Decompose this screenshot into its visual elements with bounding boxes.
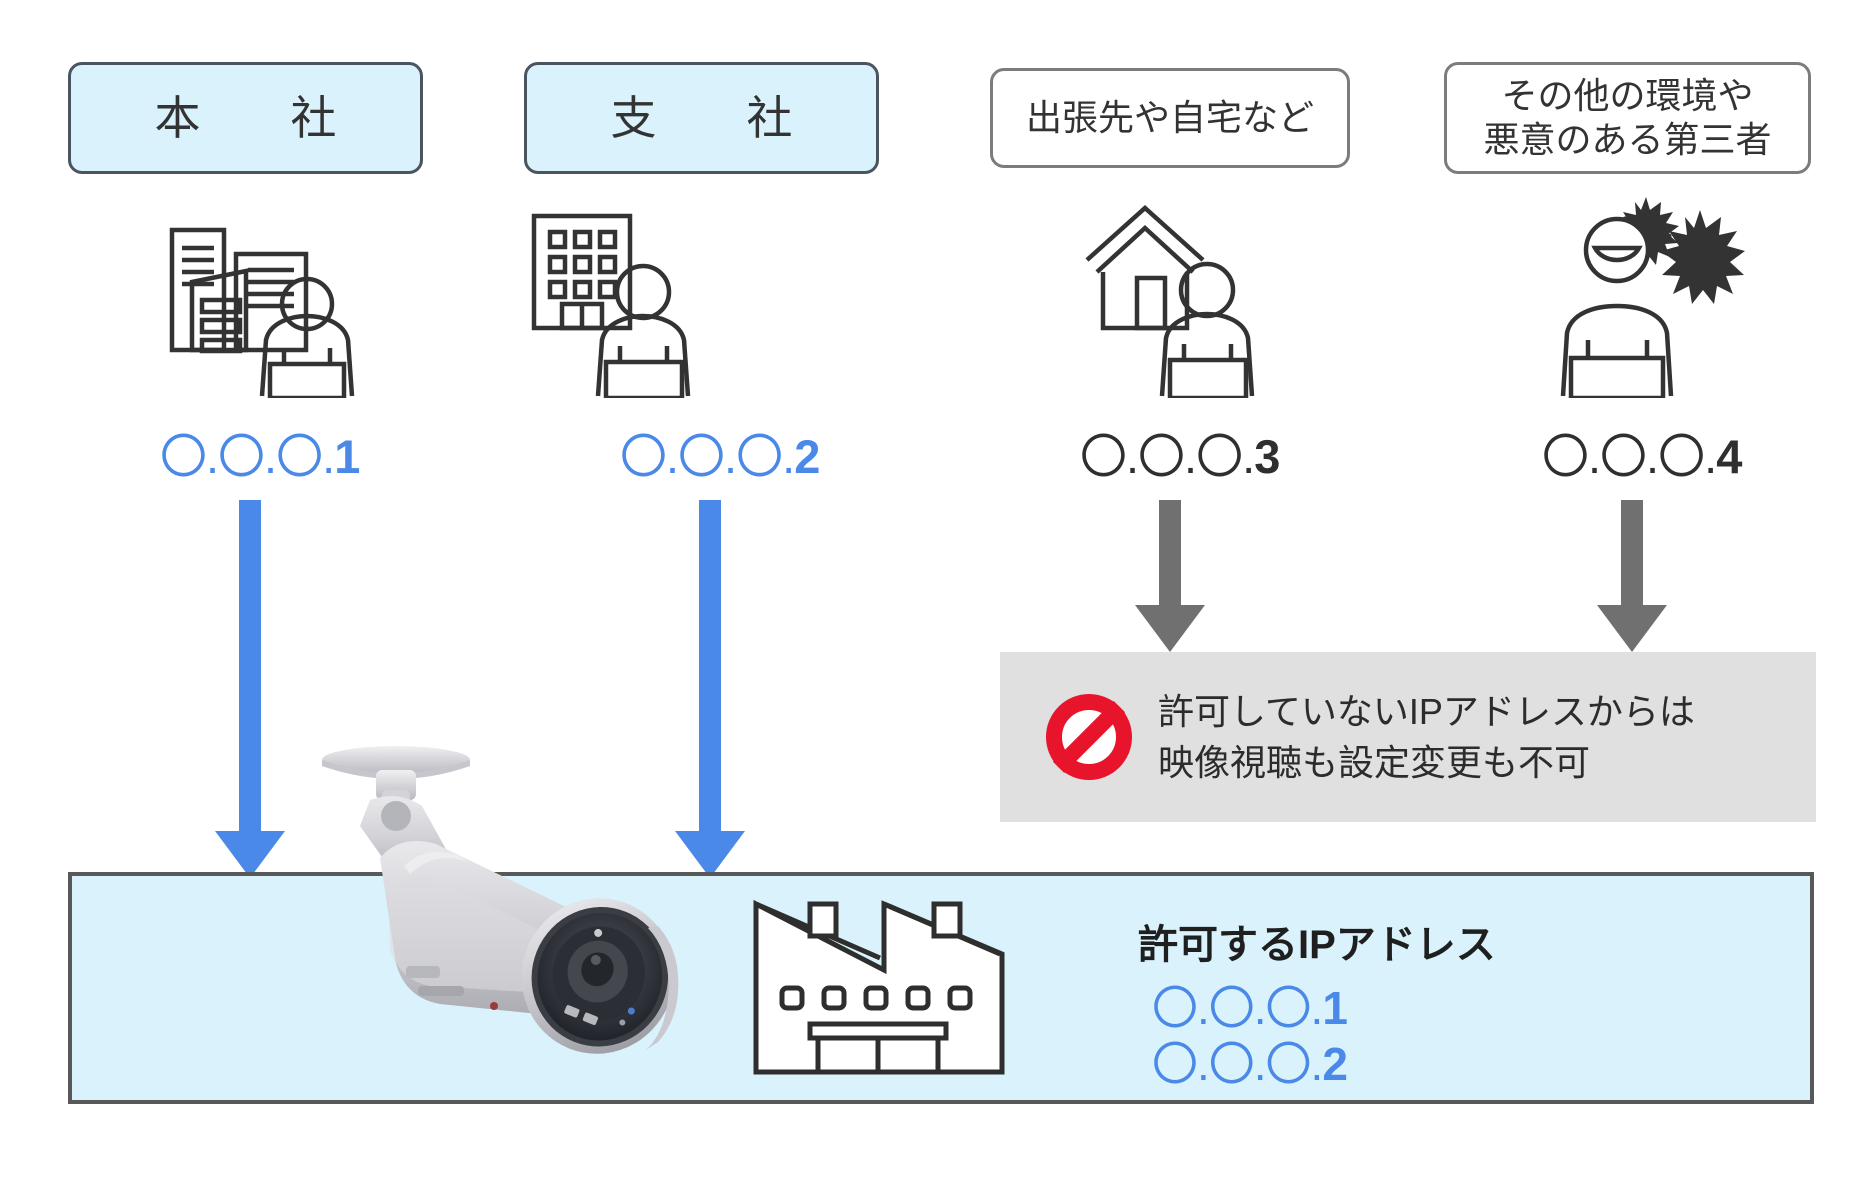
arrow-shaft (1159, 500, 1181, 605)
arrow-shaft (1621, 500, 1643, 605)
source-label-headquarters: 本 社 (154, 91, 359, 144)
ip-suffix: 4 (1716, 430, 1742, 483)
network-camera-photo (296, 738, 716, 1138)
allow-panel-title: 許可するIPアドレス (1138, 923, 1496, 967)
source-label-other-or-malicious: その他の環境や 悪意のある第三者 (1483, 75, 1772, 160)
ip-circles: 〇.〇.〇. (1542, 430, 1717, 483)
deny-panel-text: 許可していないIPアドレスからは 映像視聴も設定変更も不可 (1158, 690, 1695, 783)
allow-panel-ip-2: 〇.〇.〇.2 (1152, 1028, 1348, 1094)
ip-suffix: 3 (1254, 430, 1280, 483)
ip-suffix: 2 (794, 430, 820, 483)
prohibition-sign-icon (1046, 694, 1132, 780)
ip-suffix: 1 (334, 430, 360, 483)
ip-circles: 〇.〇.〇. (1152, 982, 1323, 1034)
ip-label-business-trip-or-home: 〇.〇.〇.3 (1080, 418, 1280, 487)
office-buildings-person-icon (140, 218, 370, 401)
malicious-person-virus-icon (1555, 190, 1805, 401)
arrow-malicious-blocked (1592, 500, 1672, 652)
ip-circles: 〇.〇.〇. (1080, 430, 1255, 483)
arrow-shaft (239, 500, 261, 831)
office-building-person-icon (520, 200, 770, 401)
source-box-other-or-malicious: その他の環境や 悪意のある第三者 (1444, 62, 1811, 174)
ip-suffix: 2 (1322, 1038, 1348, 1090)
arrow-shaft (699, 500, 721, 831)
allow-panel-ip-1: 〇.〇.〇.1 (1152, 972, 1348, 1038)
arrow-branch-office-allowed (670, 500, 750, 878)
arrow-head (1135, 605, 1205, 652)
ip-label-headquarters: 〇.〇.〇.1 (160, 418, 360, 487)
ip-circles: 〇.〇.〇. (1152, 1038, 1323, 1090)
source-box-headquarters: 本 社 (68, 62, 423, 174)
ip-label-branch-office: 〇.〇.〇.2 (620, 418, 820, 487)
source-box-branch-office: 支 社 (524, 62, 879, 174)
arrow-business-trip-blocked (1130, 500, 1210, 652)
arrow-headquarters-allowed (210, 500, 290, 878)
arrow-head (1597, 605, 1667, 652)
ip-circles: 〇.〇.〇. (620, 430, 795, 483)
source-box-business-trip-or-home: 出張先や自宅など (990, 68, 1350, 168)
house-person-icon (1075, 200, 1325, 401)
source-label-branch-office: 支 社 (610, 91, 815, 144)
arrow-head (215, 831, 285, 878)
factory-icon (744, 892, 1014, 1084)
deny-panel: 許可していないIPアドレスからは 映像視聴も設定変更も不可 (1000, 652, 1816, 822)
ip-circles: 〇.〇.〇. (160, 430, 335, 483)
ip-label-other-or-malicious: 〇.〇.〇.4 (1542, 418, 1742, 487)
ip-suffix: 1 (1322, 982, 1348, 1034)
source-label-business-trip-or-home: 出張先や自宅など (1025, 97, 1314, 139)
arrow-head (675, 831, 745, 878)
